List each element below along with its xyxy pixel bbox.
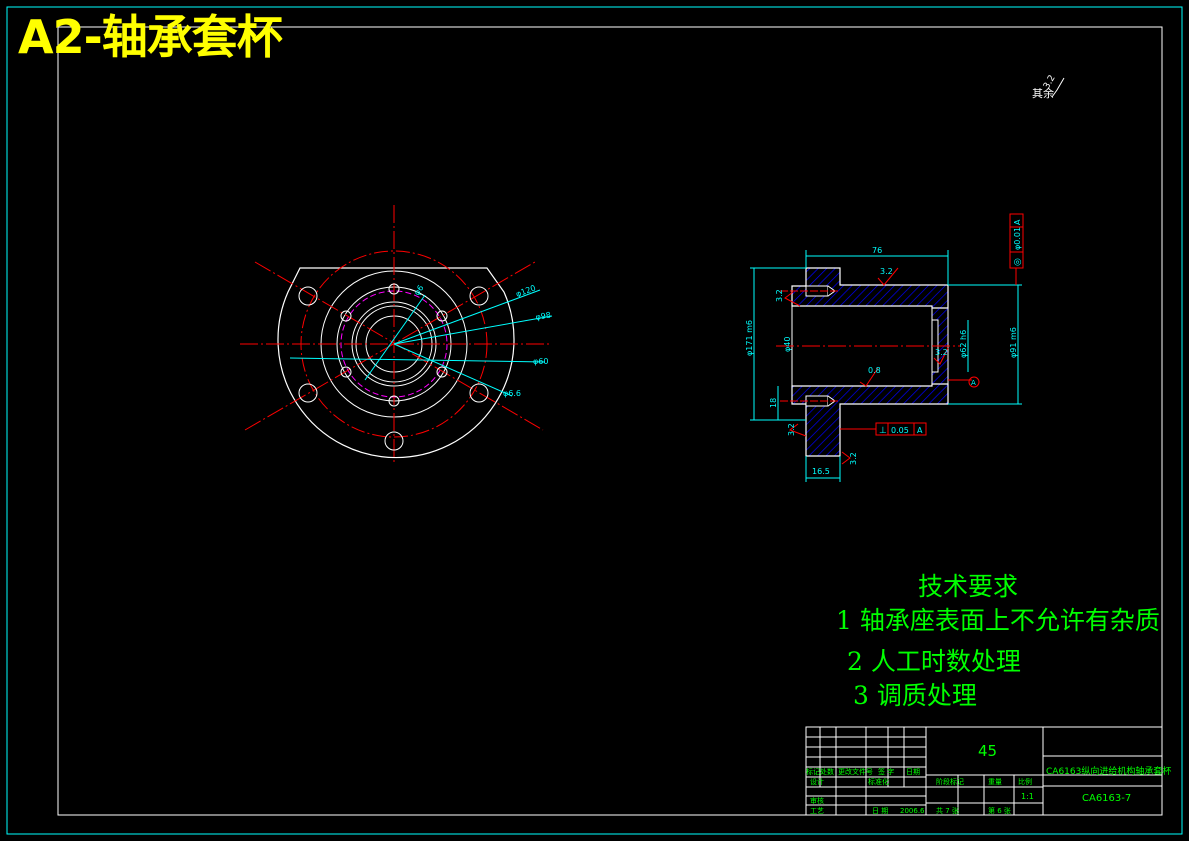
svg-text:签 字: 签 字 [878, 767, 894, 776]
svg-text:第 6 张: 第 6 张 [988, 806, 1011, 815]
svg-text:3.2: 3.2 [849, 452, 858, 465]
tech-requirement-1: 1 轴承座表面上不允许有杂质 [836, 606, 1160, 635]
svg-text:⊥: ⊥ [879, 426, 887, 436]
svg-text:审核: 审核 [810, 796, 824, 805]
svg-text:3.2: 3.2 [935, 348, 948, 357]
svg-text:A: A [971, 379, 976, 387]
inner-border [57, 26, 1163, 816]
svg-text:CA6163纵向进给机构轴承套杯: CA6163纵向进给机构轴承套杯 [1046, 765, 1171, 777]
title-block-text: 45 CA6163纵向进给机构轴承套杯 CA6163-7 1:1 标记处数 更改… [806, 742, 1171, 815]
svg-text:45: 45 [978, 742, 997, 760]
svg-text:φ0.01: φ0.01 [1013, 227, 1022, 250]
sheet-title: A2-轴承套杯 [18, 10, 283, 64]
svg-text:◎: ◎ [1013, 258, 1023, 266]
svg-text:标准化: 标准化 [868, 777, 889, 786]
svg-text:φ40: φ40 [783, 337, 792, 352]
svg-text:φ120: φ120 [515, 283, 537, 298]
svg-text:A: A [1013, 219, 1022, 225]
title-block [805, 726, 1163, 816]
svg-text:1:1: 1:1 [1021, 792, 1034, 801]
svg-text:日期: 日期 [906, 768, 920, 776]
svg-text:共 7 张: 共 7 张 [936, 806, 959, 815]
svg-text:φ60: φ60 [533, 357, 548, 366]
svg-text:工艺: 工艺 [810, 807, 824, 815]
svg-text:设计: 设计 [810, 777, 824, 786]
svg-text:18: 18 [769, 398, 778, 408]
svg-text:CA6163-7: CA6163-7 [1082, 793, 1131, 804]
svg-text:标记处数: 标记处数 [806, 767, 834, 776]
tech-requirements-title: 技术要求 [918, 572, 1019, 601]
svg-text:76: 76 [872, 246, 882, 255]
svg-text:φ62 h6: φ62 h6 [959, 330, 968, 358]
svg-text:φ6.6: φ6.6 [503, 389, 521, 398]
svg-text:2006.6: 2006.6 [900, 807, 925, 815]
svg-text:3.2: 3.2 [880, 267, 893, 276]
svg-text:3.2: 3.2 [787, 423, 796, 436]
section-view: 76 φ171 m6 φ40 φ62 h6 φ91 m6 16.5 18 3.2… [745, 213, 1024, 482]
svg-text:0.8: 0.8 [868, 366, 881, 375]
svg-text:日 期: 日 期 [872, 807, 888, 815]
svg-text:更改文件号: 更改文件号 [838, 767, 873, 776]
svg-text:其余: 其余 [1032, 86, 1054, 100]
svg-text:A: A [917, 426, 923, 435]
front-view: φ120 φ98 φ60 φ6.6 φ6 [240, 205, 553, 465]
tech-requirement-3: 3 调质处理 [853, 681, 977, 710]
svg-text:3.2: 3.2 [775, 289, 784, 302]
svg-text:16.5: 16.5 [812, 467, 830, 476]
general-roughness: 其余 3.2 [1032, 74, 1065, 100]
svg-text:φ91 m6: φ91 m6 [1009, 327, 1018, 358]
svg-text:3.2: 3.2 [1042, 74, 1058, 91]
svg-text:阶段标记: 阶段标记 [936, 777, 964, 786]
outer-border [6, 6, 1183, 835]
svg-text:φ171 m6: φ171 m6 [745, 320, 754, 356]
svg-text:比例: 比例 [1018, 777, 1032, 786]
svg-text:φ98: φ98 [535, 310, 552, 322]
svg-text:重量: 重量 [988, 778, 1002, 786]
tech-requirement-2: 2 人工时数处理 [847, 647, 1021, 676]
svg-text:0.05: 0.05 [891, 426, 909, 435]
